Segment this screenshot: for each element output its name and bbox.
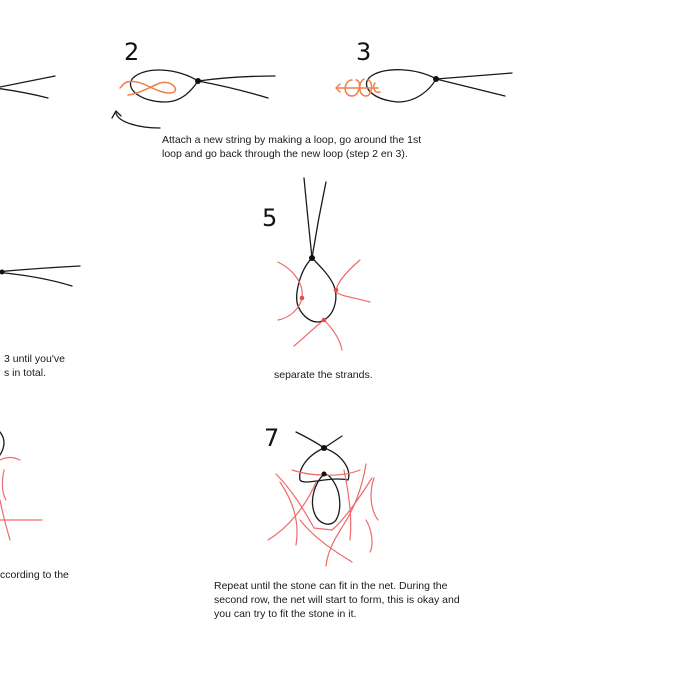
arrow-head [111, 110, 122, 119]
step-5-caption: separate the strands. [274, 369, 373, 381]
new-string-wrap [337, 78, 381, 97]
new-string-end [119, 85, 123, 89]
knot [309, 255, 315, 261]
net-strand [299, 519, 353, 563]
net-strand [343, 469, 352, 541]
new-string-loop [121, 80, 177, 96]
step-6-caption: ccording to the [0, 569, 69, 581]
strand [0, 499, 11, 541]
new-string-end [335, 83, 341, 93]
knot [0, 269, 5, 275]
string-strand [0, 265, 81, 273]
string-strand [197, 75, 276, 82]
step-4-caption: 3 until you've s in total. [4, 353, 65, 379]
strand [335, 259, 371, 303]
step-2-drawing [111, 69, 276, 129]
strand [1, 469, 7, 501]
net-strand [365, 519, 373, 553]
knot [321, 445, 327, 451]
string-strand [295, 431, 325, 449]
string-strand [197, 80, 269, 99]
step-6-drawing [0, 431, 43, 541]
strand [277, 261, 303, 321]
loop [130, 69, 199, 103]
step-number-2: 2 [124, 38, 140, 66]
knot [333, 287, 339, 293]
outer-loop [299, 447, 350, 483]
step-4-drawing [0, 265, 81, 287]
string-strand [323, 435, 343, 449]
step-number-3: 3 [356, 38, 372, 66]
step-number-5: 5 [262, 204, 278, 232]
knot [321, 471, 327, 477]
knot [321, 317, 327, 323]
step-5-drawing [277, 177, 371, 351]
strand [0, 456, 21, 461]
knot [195, 78, 201, 84]
string-strand [435, 78, 506, 97]
step-7-caption: Repeat until the stone can fit in the ne… [214, 580, 460, 620]
inner-loop [311, 473, 341, 525]
net-strand [325, 463, 367, 567]
string-strand [0, 88, 49, 99]
knot [433, 76, 439, 82]
direction-arrow [115, 112, 161, 129]
string-strand [435, 72, 513, 80]
step-number-7: 7 [264, 424, 280, 452]
string-strand [0, 271, 73, 287]
string-strand [0, 75, 56, 88]
net-strand [370, 477, 379, 521]
net-strand [267, 481, 317, 541]
step-7-drawing [267, 431, 379, 567]
net-strand [275, 473, 373, 531]
strand [293, 319, 343, 351]
loop [296, 257, 337, 323]
loop [365, 69, 437, 103]
string-strand [311, 181, 327, 259]
knot [299, 295, 305, 301]
net-strand [279, 481, 298, 546]
step-3-drawing [335, 69, 513, 103]
step-1-drawing [0, 75, 56, 99]
step-2-caption: Attach a new string by making a loop, go… [162, 134, 422, 160]
string-strand [0, 431, 5, 456]
string-strand [303, 177, 313, 259]
